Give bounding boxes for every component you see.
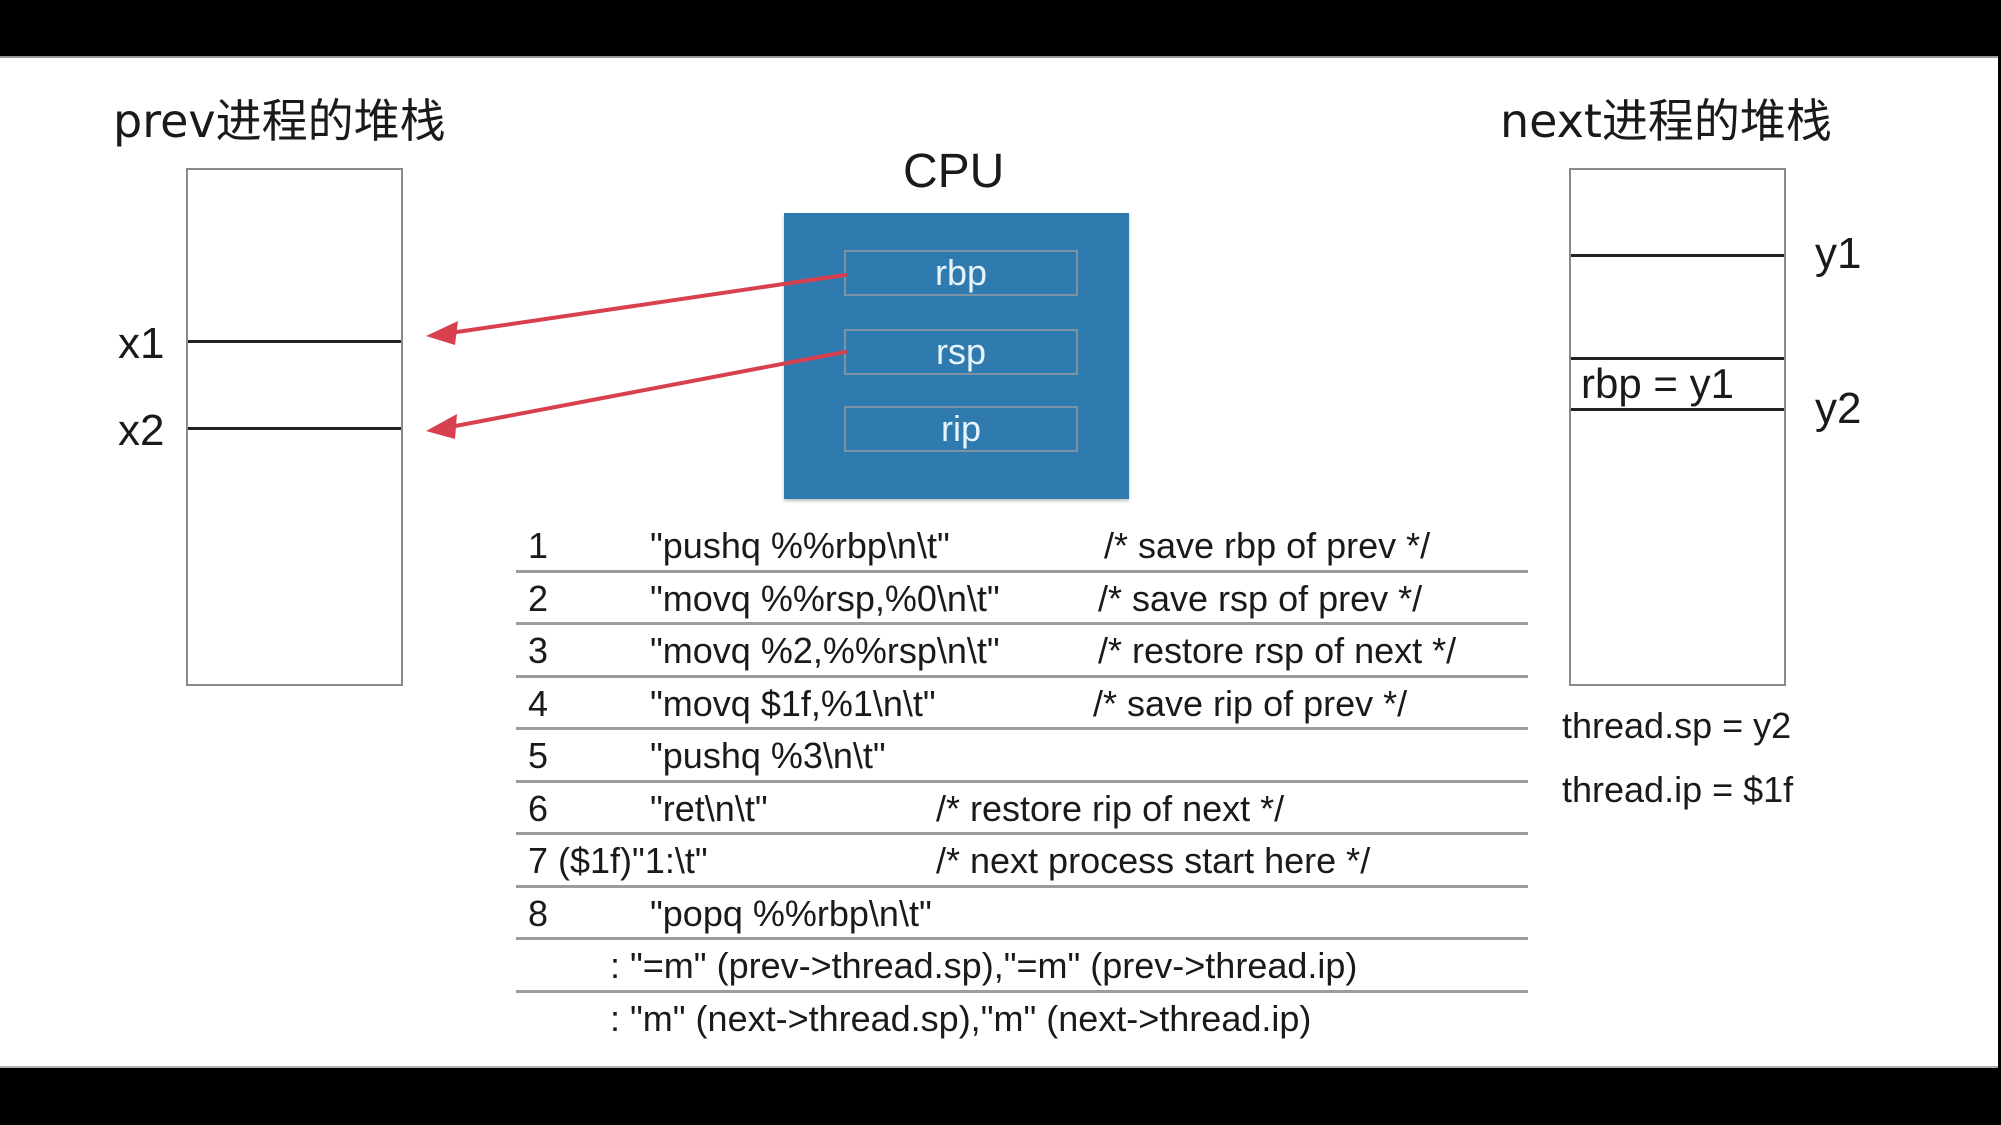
line-number: 1 bbox=[528, 525, 549, 566]
code-row-1: 1 "pushq %%rbp\n\t" /* save rbp of prev … bbox=[516, 520, 1528, 573]
code-table: 1 "pushq %%rbp\n\t" /* save rbp of prev … bbox=[516, 520, 1528, 1045]
asm-constraints-output: : "=m" (prev->thread.sp),"=m" (prev->thr… bbox=[610, 945, 1358, 986]
line-number: 2 bbox=[528, 577, 549, 619]
cpu-title: CPU bbox=[903, 145, 1005, 198]
asm-code: "movq %%rsp,%0\n\t" bbox=[650, 577, 1000, 619]
code-row-outputs: : "=m" (prev->thread.sp),"=m" (prev->thr… bbox=[516, 940, 1528, 993]
register-rsp: rsp bbox=[844, 329, 1078, 375]
next-stack-title: next进程的堆栈 bbox=[1500, 94, 1832, 148]
prev-stack-line-x1 bbox=[188, 340, 401, 343]
code-row-2: 2 "movq %%rsp,%0\n\t" /* save rsp of pre… bbox=[516, 573, 1528, 625]
asm-code: "pushq %3\n\t" bbox=[650, 735, 886, 776]
asm-code: "pushq %%rbp\n\t" bbox=[650, 525, 950, 566]
asm-comment: /* save rsp of prev */ bbox=[1098, 577, 1423, 619]
code-row-4: 4 "movq $1f,%1\n\t" /* save rip of prev … bbox=[516, 678, 1528, 730]
prev-stack-title: prev进程的堆栈 bbox=[113, 94, 446, 148]
note-thread-ip: thread.ip = $1f bbox=[1562, 769, 1794, 810]
asm-comment: /* save rbp of prev */ bbox=[1104, 525, 1431, 566]
asm-code: "movq %2,%%rsp\n\t" bbox=[650, 630, 1000, 671]
prev-stack bbox=[186, 168, 403, 686]
asm-comment: /* restore rsp of next */ bbox=[1098, 630, 1457, 671]
line-number: 3 bbox=[528, 630, 549, 671]
next-stack-rbp-cell: rbp = y1 bbox=[1581, 360, 1734, 407]
line-number: 6 bbox=[528, 787, 549, 829]
asm-code: "ret\n\t" bbox=[650, 787, 768, 829]
asm-comment: /* save rip of prev */ bbox=[1093, 682, 1408, 724]
line-number: 7 ($1f)"1:\t" bbox=[528, 840, 708, 881]
asm-code: "movq $1f,%1\n\t" bbox=[650, 682, 936, 724]
code-row-8: 8 "popq %%rbp\n\t" bbox=[516, 888, 1528, 940]
next-stack-line-upper bbox=[1571, 357, 1784, 360]
code-row-3: 3 "movq %2,%%rsp\n\t" /* restore rsp of … bbox=[516, 625, 1528, 678]
next-stack: rbp = y1 bbox=[1569, 168, 1786, 686]
register-rip: rip bbox=[844, 406, 1078, 452]
line-number: 8 bbox=[528, 892, 549, 934]
next-marker-y1: y1 bbox=[1815, 229, 1862, 278]
asm-code: "popq %%rbp\n\t" bbox=[650, 892, 932, 934]
asm-comment: /* next process start here */ bbox=[936, 840, 1371, 881]
code-row-6: 6 "ret\n\t" /* restore rip of next */ bbox=[516, 783, 1528, 835]
register-rbp: rbp bbox=[844, 250, 1078, 296]
note-thread-sp: thread.sp = y2 bbox=[1562, 705, 1792, 746]
next-marker-y2: y2 bbox=[1815, 384, 1862, 433]
prev-stack-line-x2 bbox=[188, 427, 401, 430]
line-number: 5 bbox=[528, 735, 549, 776]
line-number: 4 bbox=[528, 682, 549, 724]
prev-marker-x1: x1 bbox=[118, 319, 165, 368]
code-row-7: 7 ($1f)"1:\t" /* next process start here… bbox=[516, 835, 1528, 888]
asm-constraints-input: : "m" (next->thread.sp),"m" (next->threa… bbox=[610, 997, 1312, 1039]
asm-comment: /* restore rip of next */ bbox=[936, 787, 1285, 829]
next-stack-line-y1 bbox=[1571, 254, 1784, 257]
cpu-box: rbp rsp rip bbox=[784, 213, 1129, 499]
prev-marker-x2: x2 bbox=[118, 406, 165, 455]
next-stack-line-y2 bbox=[1571, 408, 1784, 411]
code-row-5: 5 "pushq %3\n\t" bbox=[516, 730, 1528, 783]
code-row-inputs: : "m" (next->thread.sp),"m" (next->threa… bbox=[516, 993, 1528, 1046]
